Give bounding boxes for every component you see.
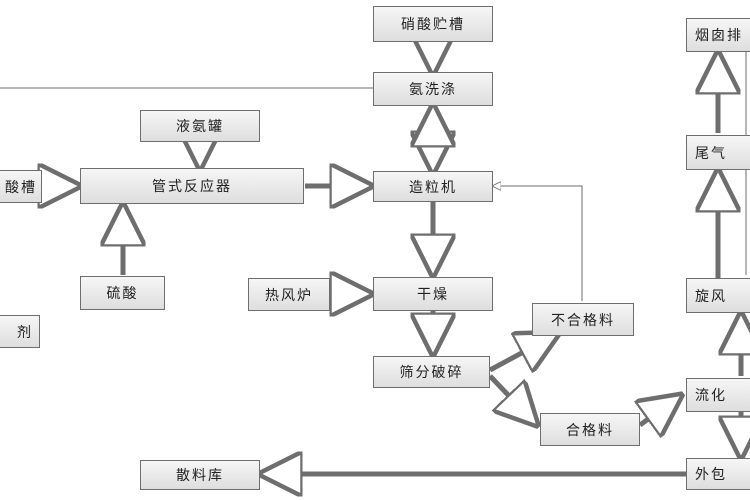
node-liquid-ammonia-tank: 液氨罐 [140,110,260,142]
node-tube-reactor: 管式反应器 [80,168,304,204]
node-left-partial: 剂 [0,315,40,348]
node-chimney: 烟囱排 [686,18,750,52]
node-granulator: 造粒机 [373,171,493,202]
node-sulfuric-acid: 硫酸 [80,276,165,310]
arrow-crusher-to-qualified [488,374,536,424]
node-ammonia-wash: 氨洗涤 [373,72,493,106]
node-acid-tank: 酸槽 [0,170,42,203]
line-unqualified-recycle [493,186,583,301]
node-qualified-material: 合格料 [540,413,640,446]
node-screen-crusher: 筛分破碎 [373,356,490,388]
node-cyclone: 旋风 [686,278,750,313]
node-outer-packaging: 外包 [686,458,750,490]
node-tail-gas: 尾气 [686,135,750,170]
arrow-crusher-to-unqualified [488,334,557,370]
node-nitric-acid-tank: 硝酸贮槽 [373,6,493,42]
node-fluidized: 流化 [686,378,750,412]
node-unqualified-material: 不合格料 [532,303,634,336]
node-hot-air-furnace: 热风炉 [248,278,330,311]
node-dryer: 干燥 [373,277,493,311]
arrow-qualified-to-fluidized [640,396,680,425]
node-bulk-storage: 散料库 [140,460,260,490]
